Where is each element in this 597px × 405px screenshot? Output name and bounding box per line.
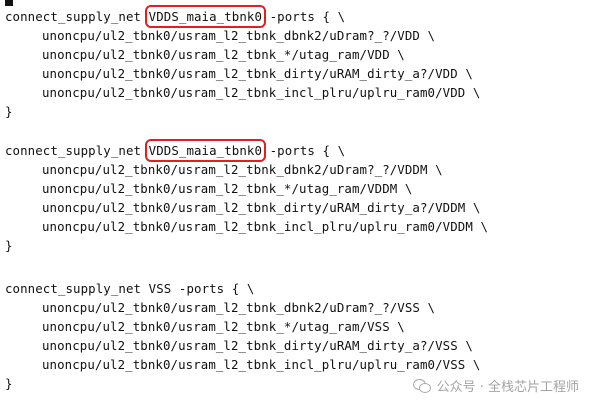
net-name: VSS [148, 281, 172, 296]
ports-option: -ports { \ [262, 143, 346, 158]
port-line: unoncpu/ul2_tbnk0/usram_l2_tbnk_*/utag_r… [42, 181, 413, 196]
cursor-mark [5, 0, 13, 6]
block-3-header: connect_supply_net VSS -ports { \ [5, 279, 255, 298]
port-line: unoncpu/ul2_tbnk0/usram_l2_tbnk_*/utag_r… [42, 319, 405, 334]
block-1-header: connect_supply_net VDDS_maia_tbnk0 -port… [5, 5, 346, 28]
block-close-brace: } [5, 104, 13, 119]
block-2-header: connect_supply_net VDDS_maia_tbnk0 -port… [5, 139, 346, 162]
highlighted-net-name: VDDS_maia_tbnk0 [144, 139, 267, 162]
block-close-brace: } [5, 238, 13, 253]
ports-option: -ports { \ [262, 9, 346, 24]
port-line: unoncpu/ul2_tbnk0/usram_l2_tbnk_*/utag_r… [42, 47, 405, 62]
port-line: unoncpu/ul2_tbnk0/usram_l2_tbnk_dirty/uR… [42, 338, 473, 353]
port-line: unoncpu/ul2_tbnk0/usram_l2_tbnk_dirty/uR… [42, 200, 481, 215]
port-line: unoncpu/ul2_tbnk0/usram_l2_tbnk_incl_plr… [42, 357, 481, 372]
command-keyword: connect_supply_net [5, 9, 149, 24]
highlighted-net-name: VDDS_maia_tbnk0 [144, 5, 267, 28]
port-line: unoncpu/ul2_tbnk0/usram_l2_tbnk_dirty/uR… [42, 66, 473, 81]
wechat-icon [412, 378, 431, 393]
port-line: unoncpu/ul2_tbnk0/usram_l2_tbnk_incl_plr… [42, 219, 489, 234]
command-keyword: connect_supply_net [5, 143, 149, 158]
block-close-brace: } [5, 376, 13, 391]
port-line: unoncpu/ul2_tbnk0/usram_l2_tbnk_dbnk2/uD… [42, 162, 443, 177]
port-line: unoncpu/ul2_tbnk0/usram_l2_tbnk_incl_plr… [42, 85, 481, 100]
watermark: 公众号 · 全栈芯片工程师 [412, 376, 579, 395]
ports-option: -ports { \ [171, 281, 255, 296]
port-line: unoncpu/ul2_tbnk0/usram_l2_tbnk_dbnk2/uD… [42, 28, 436, 43]
watermark-text: 公众号 · 全栈芯片工程师 [436, 380, 579, 395]
command-keyword: connect_supply_net [5, 281, 149, 296]
port-line: unoncpu/ul2_tbnk0/usram_l2_tbnk_dbnk2/uD… [42, 300, 436, 315]
